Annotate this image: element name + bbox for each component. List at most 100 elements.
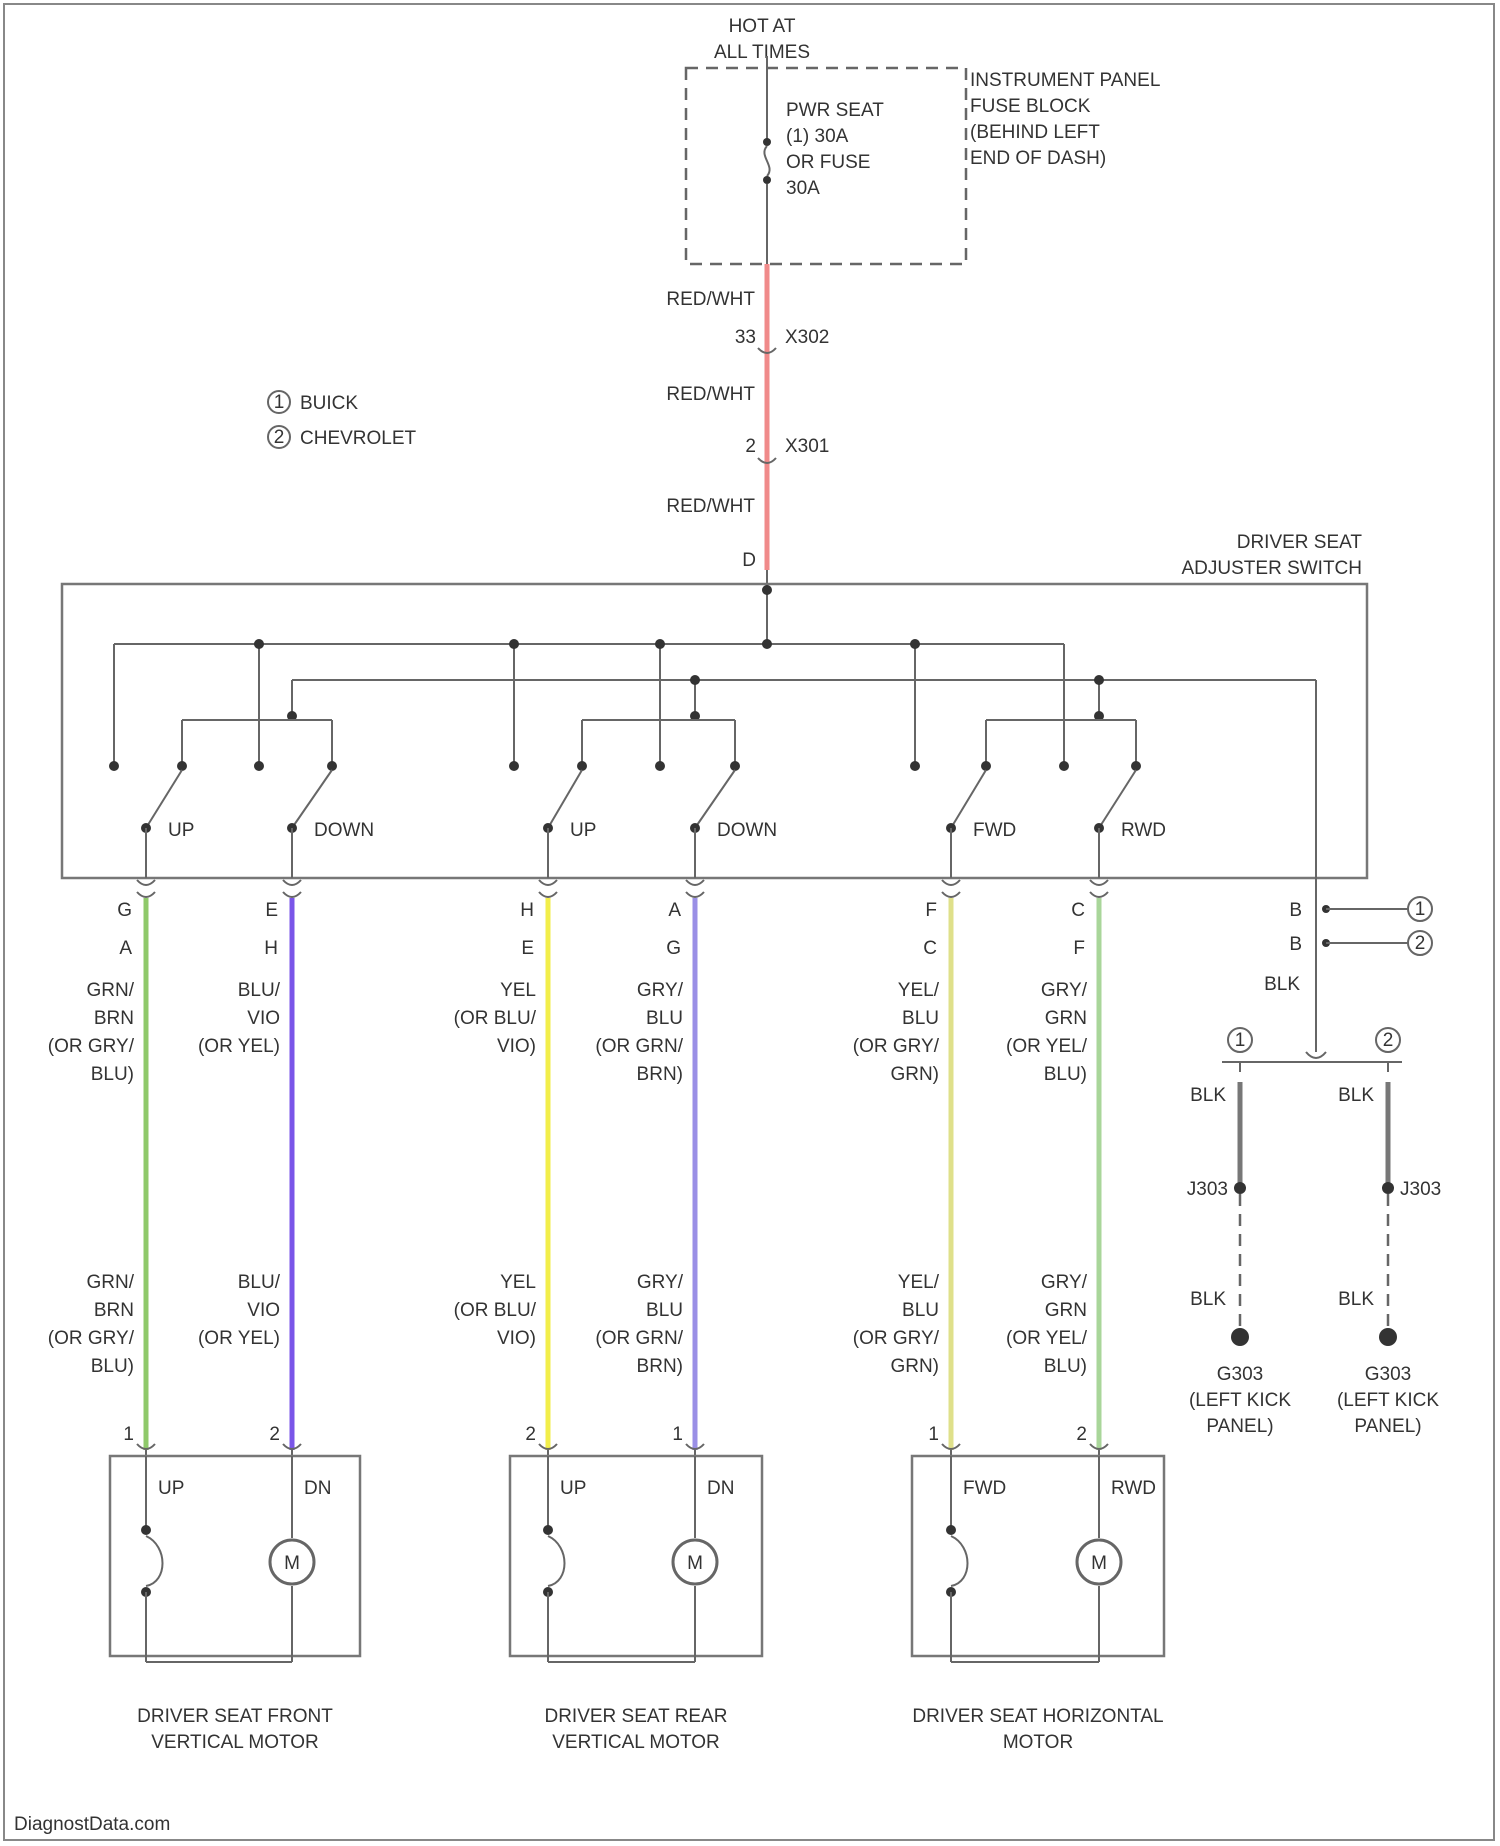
ground-left-wire-top: BLK	[1190, 1085, 1226, 1106]
wire-color-label: GRY/	[1041, 1272, 1088, 1293]
connector-icon	[283, 880, 301, 885]
motor-title-2: VERTICAL MOTOR	[151, 1732, 319, 1753]
svg-text:(1) 30A: (1) 30A	[786, 126, 849, 147]
ground-right-desc2: PANEL)	[1354, 1416, 1421, 1437]
switch-title-2: ADJUSTER SWITCH	[1182, 558, 1363, 579]
svg-text:OR FUSE: OR FUSE	[786, 152, 870, 173]
motor-pin: 1	[672, 1424, 683, 1445]
ground-right-desc1: (LEFT KICK	[1337, 1390, 1439, 1411]
switch-pin-alt: F	[1073, 938, 1085, 959]
circuit-breaker-icon	[146, 1536, 163, 1586]
ground-left-name: G303	[1217, 1364, 1263, 1385]
switch-pin: C	[1071, 900, 1085, 921]
wire-color-label: BRN)	[637, 1064, 683, 1085]
motor-title-2: VERTICAL MOTOR	[552, 1732, 720, 1753]
switch-pin: E	[265, 900, 278, 921]
wire-color-label: BLU	[902, 1300, 939, 1321]
motor-right-label: RWD	[1111, 1478, 1156, 1499]
wire-color-label: (OR GRN/	[595, 1036, 683, 1057]
switch-group-front	[109, 639, 337, 771]
svg-text:INSTRUMENT PANEL: INSTRUMENT PANEL	[970, 70, 1160, 91]
svg-text:2: 2	[274, 427, 285, 448]
fuse-icon	[764, 146, 769, 176]
wire-color-label: VIO	[247, 1300, 280, 1321]
wire-color-label: BRN	[94, 1008, 134, 1029]
wire-color-label: BRN	[94, 1300, 134, 1321]
connector-icon	[686, 880, 704, 885]
wire-color-label: BLU)	[91, 1356, 134, 1377]
svg-text:2: 2	[1415, 933, 1426, 954]
motor-right-label: DN	[707, 1478, 734, 1499]
fuse-label: PWR SEAT (1) 30A OR FUSE 30A	[786, 100, 884, 199]
switch-group-rear	[509, 639, 740, 771]
all-times-label: ALL TIMES	[714, 42, 810, 63]
wire-color-label: GRN)	[890, 1064, 939, 1085]
wire-label-red-2: RED/WHT	[666, 384, 755, 405]
wire-color-label: BRN)	[637, 1356, 683, 1377]
wire-color-label: BLU)	[1044, 1356, 1087, 1377]
wire-color-label: (OR GRY/	[853, 1036, 940, 1057]
motor-pin: 2	[269, 1424, 280, 1445]
wire-color-label: GRN/	[87, 1272, 135, 1293]
switch-title-1: DRIVER SEAT	[1237, 532, 1363, 553]
switch-pin: F	[925, 900, 937, 921]
connector-icon	[942, 880, 960, 885]
wire-color-label: YEL/	[898, 1272, 940, 1293]
switch-position-label: UP	[570, 820, 596, 841]
fuse-terminal-top	[763, 138, 771, 146]
connector-icon	[539, 880, 557, 885]
ground-right-splice: J303	[1400, 1179, 1441, 1200]
motor-title-1: DRIVER SEAT HORIZONTAL	[912, 1706, 1163, 1727]
switch-pin-alt: A	[119, 938, 132, 959]
svg-text:1: 1	[274, 392, 285, 413]
motor-symbol: M	[687, 1553, 703, 1574]
svg-text:1: 1	[1415, 899, 1426, 920]
motor-title-1: DRIVER SEAT FRONT	[137, 1706, 333, 1727]
ground-pin-1: B	[1289, 900, 1302, 921]
circuit-breaker-icon	[951, 1536, 968, 1586]
svg-text:2: 2	[1383, 1030, 1394, 1051]
wire-color-label: BLU/	[238, 980, 281, 1001]
ground-left-splice: J303	[1187, 1179, 1228, 1200]
wire-color-label: (OR YEL/	[1006, 1328, 1088, 1349]
svg-text:30A: 30A	[786, 178, 820, 199]
c302-label: X302	[785, 327, 829, 348]
adjuster-switch-box	[62, 584, 1367, 878]
wire-color-label: BLU	[902, 1008, 939, 1029]
hot-at-label: HOT AT	[729, 16, 796, 37]
wire-color-label: (OR YEL)	[198, 1036, 280, 1057]
wire-color-label: GRY/	[637, 980, 684, 1001]
svg-text:FUSE BLOCK: FUSE BLOCK	[970, 96, 1091, 117]
svg-text:END OF DASH): END OF DASH)	[970, 148, 1106, 169]
wire-color-label: GRN)	[890, 1356, 939, 1377]
motor-pin: 1	[123, 1424, 134, 1445]
switch-pin: H	[520, 900, 534, 921]
ground-right-icon	[1379, 1328, 1397, 1346]
motor-pin: 2	[525, 1424, 536, 1445]
motor-pin: 1	[928, 1424, 939, 1445]
motor-left-label: UP	[158, 1478, 184, 1499]
wire-color-label: YEL/	[898, 980, 940, 1001]
ground-left-desc2: PANEL)	[1206, 1416, 1273, 1437]
ground-wire-label: BLK	[1264, 974, 1300, 995]
legend-chevrolet: CHEVROLET	[300, 428, 417, 449]
circuit-breaker-icon	[548, 1536, 565, 1586]
motor-title-1: DRIVER SEAT REAR	[544, 1706, 727, 1727]
motor-pin: 2	[1076, 1424, 1087, 1445]
svg-text:(BEHIND LEFT: (BEHIND LEFT	[970, 122, 1100, 143]
switch-group-horizontal	[910, 639, 1141, 771]
switch-pin: A	[668, 900, 681, 921]
ground-pin-2: B	[1289, 934, 1302, 955]
ground-section: B B 1 2 BLK 1 2 BLK J303 BLK G303 (LEFT …	[1187, 878, 1441, 1437]
wire-color-label: (OR BLU/	[454, 1008, 537, 1029]
switch-pin: G	[117, 900, 132, 921]
motor-title-2: MOTOR	[1003, 1732, 1073, 1753]
switch-position-label: RWD	[1121, 820, 1166, 841]
wire-color-label: BLU	[646, 1008, 683, 1029]
wire-color-label: (OR YEL/	[1006, 1036, 1088, 1057]
wire-color-label: BLU)	[91, 1064, 134, 1085]
